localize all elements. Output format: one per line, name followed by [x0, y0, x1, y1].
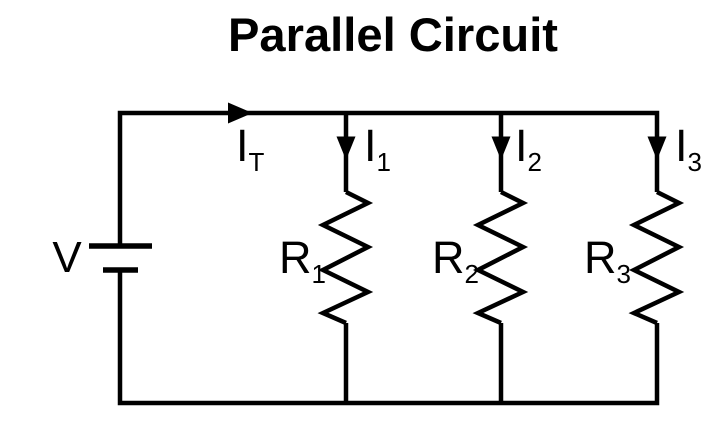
- branch-3-current-symbol: I: [675, 120, 688, 171]
- resistor-1-zigzag: [317, 189, 374, 326]
- resistor-2-label: R2: [432, 232, 479, 289]
- branch-3-current-subscript: 3: [688, 147, 702, 177]
- resistor-3-label: R3: [584, 232, 631, 289]
- branch-1-current-symbol: I: [364, 120, 377, 171]
- branch-2-current-symbol: I: [515, 120, 528, 171]
- battery-symbol: [89, 243, 152, 273]
- figure-title: Parallel Circuit: [228, 8, 558, 61]
- voltage-source-label: V: [52, 233, 82, 282]
- branch-3-current-arrow-icon: [647, 136, 667, 160]
- resistor-3-zigzag: [628, 189, 685, 326]
- branch-1-current-label: I1: [364, 120, 391, 177]
- lower-wire-run: [117, 269, 660, 406]
- upper-wire-run: [117, 110, 660, 245]
- total-current-label: IT: [236, 120, 265, 177]
- resistor-2-subscript: 2: [465, 259, 479, 289]
- resistor-3-subscript: 3: [617, 259, 631, 289]
- branch-2-current-arrow-icon: [491, 136, 511, 160]
- total-current-subscript: T: [249, 147, 265, 177]
- resistor-1-symbol: R: [279, 232, 312, 283]
- resistor-1-label: R1: [279, 232, 326, 289]
- branch-1-current-subscript: 1: [377, 147, 391, 177]
- total-current-symbol: I: [236, 120, 249, 171]
- total-current-arrow-icon: [228, 102, 253, 124]
- branch-2-current-subscript: 2: [528, 147, 542, 177]
- resistor-1-subscript: 1: [312, 259, 326, 289]
- branch-3-current-label: I3: [675, 120, 702, 177]
- resistor-3-symbol: R: [584, 232, 617, 283]
- branch-2-current-label: I2: [515, 120, 542, 177]
- branch-1-current-arrow-icon: [336, 136, 356, 160]
- resistor-2-symbol: R: [432, 232, 465, 283]
- resistor-2-zigzag: [472, 189, 529, 326]
